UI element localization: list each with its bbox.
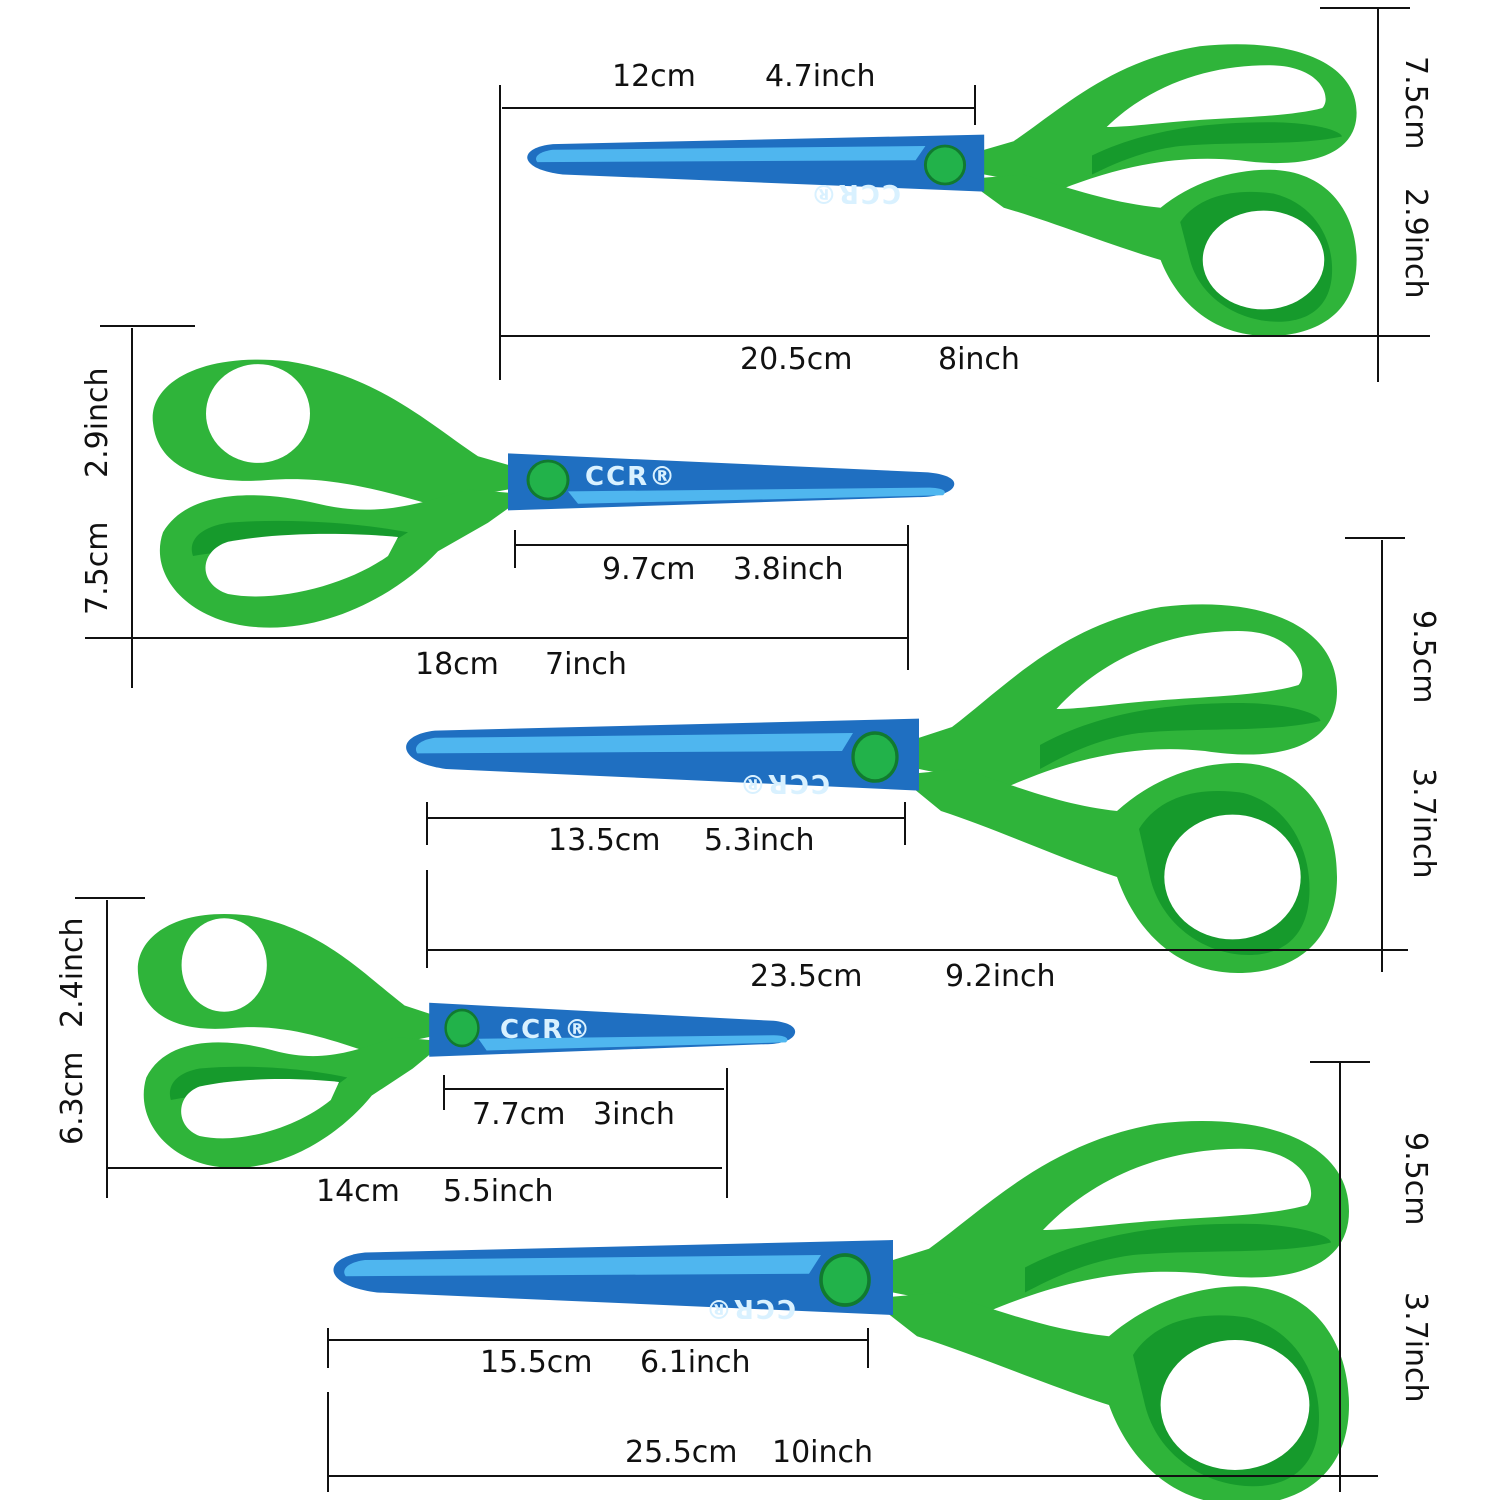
s3-blade-length-inch: 5.3inch (704, 823, 815, 858)
scissors-1: CCR® (525, 42, 1359, 338)
s4-blade-length-cm: 7.7cm (472, 1097, 566, 1132)
s2-blade-length-inch: 3.8inch (733, 552, 844, 587)
s2-blade-length-cm: 9.7cm (602, 552, 696, 587)
s4-handle-height-inch: 2.4inch (55, 917, 90, 1028)
brand-logo: CCR® (809, 178, 901, 208)
s1-handle-height-cm: 7.5cm (1398, 56, 1433, 150)
brand-logo: CCR® (500, 1015, 592, 1045)
s2-handle-height-cm: 7.5cm (80, 521, 115, 615)
s3-total-length-inch: 9.2inch (945, 959, 1056, 994)
brand-logo: CCR® (704, 1293, 796, 1323)
s3-blade-length-cm: 13.5cm (548, 823, 661, 858)
s2-total-length-cm: 18cm (415, 647, 499, 682)
s4-total-length-inch: 5.5inch (443, 1174, 554, 1209)
brand-logo: CCR® (585, 462, 677, 492)
s1-total-length-cm: 20.5cm (740, 342, 853, 377)
brand-logo: CCR® (738, 768, 830, 798)
s1-total-length-inch: 8inch (938, 342, 1020, 377)
s3-total-length-cm: 23.5cm (750, 959, 863, 994)
s5-total-length-cm: 25.5cm (625, 1435, 738, 1470)
s5-blade-length-cm: 15.5cm (480, 1345, 593, 1380)
scissors-3: CCR® (404, 602, 1339, 975)
s5-handle-height-cm: 9.5cm (1398, 1132, 1433, 1226)
s4-blade-length-inch: 3inch (593, 1097, 675, 1132)
s2-handle-height-inch: 2.9inch (80, 367, 115, 478)
s5-total-length-inch: 10inch (772, 1435, 874, 1470)
s5-blade-length-inch: 6.1inch (640, 1345, 751, 1380)
scissors-4: CCR® (136, 912, 797, 1170)
scissors-2: CCR® (151, 358, 956, 630)
dimension-lines (75, 7, 1430, 1492)
s2-total-length-inch: 7inch (545, 647, 627, 682)
s1-handle-height-inch: 2.9inch (1398, 188, 1433, 299)
s3-handle-height-inch: 3.7inch (1406, 768, 1441, 879)
s3-handle-height-cm: 9.5cm (1406, 610, 1441, 704)
scissors-5: CCR® (331, 1119, 1351, 1500)
s4-handle-height-cm: 6.3cm (55, 1051, 90, 1145)
s1-blade-length-cm: 12cm (612, 59, 696, 94)
s4-total-length-cm: 14cm (316, 1174, 400, 1209)
s1-blade-length-inch: 4.7inch (765, 59, 876, 94)
s5-handle-height-inch: 3.7inch (1398, 1292, 1433, 1403)
